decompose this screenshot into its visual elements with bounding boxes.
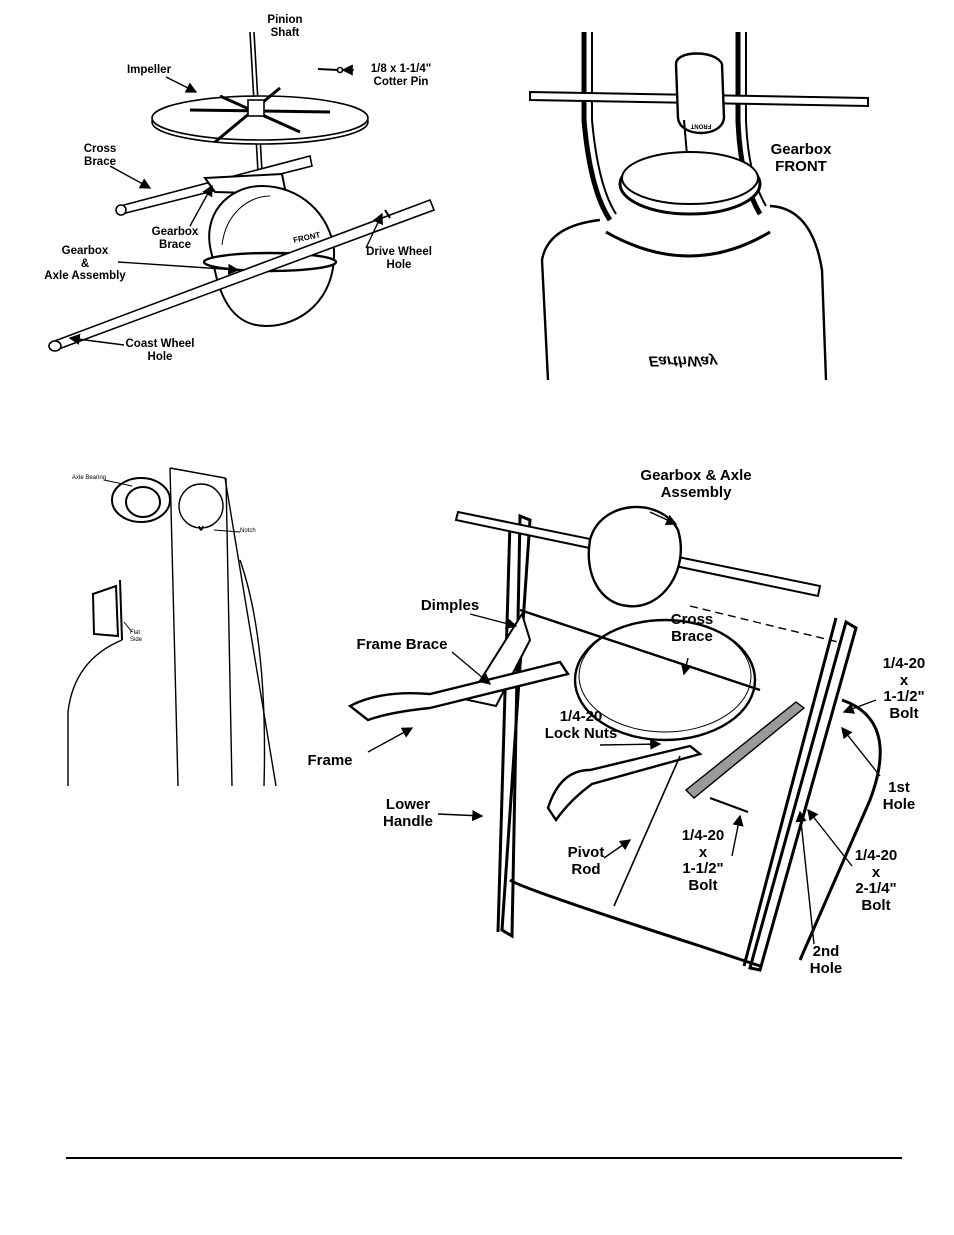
label-gearbox-brace: Gearbox Brace — [151, 226, 199, 251]
figure2-drawing — [529, 32, 869, 381]
figure4-drawing — [347, 505, 882, 972]
label-bolt-right-top: 1/4-20 x 1-1/2" Bolt — [882, 655, 926, 722]
label-flat-side: Flat Side — [130, 630, 143, 643]
label-frame-brace: Frame Brace — [356, 636, 448, 653]
label-gearbox-axle: Gearbox & Axle Assembly — [44, 245, 126, 283]
page-footer-rule — [66, 1157, 902, 1159]
label-coast-wheel-hole: Coast Wheel Hole — [125, 338, 195, 363]
label-gearbox-axle-assembly: Gearbox & Axle Assembly — [640, 467, 752, 501]
figure1-drawing — [48, 31, 436, 352]
label-drive-wheel-hole: Drive Wheel Hole — [366, 246, 432, 271]
label-cross-brace: Cross Brace — [83, 143, 117, 168]
figure3-drawing — [67, 467, 277, 787]
label-bolt-right-bottom: 1/4-20 x 2-1/4" Bolt — [854, 847, 898, 914]
label-pinion-shaft: Pinion Shaft — [267, 14, 303, 39]
label-dimples: Dimples — [420, 597, 480, 614]
label-cotter-pin: 1/8 x 1-1/4" Cotter Pin — [370, 63, 432, 88]
label-second-hole: 2nd Hole — [809, 943, 843, 977]
label-impeller: Impeller — [126, 64, 172, 76]
label-bolt-center: 1/4-20 x 1-1/2" Bolt — [681, 827, 725, 894]
label-first-hole: 1st Hole — [882, 779, 916, 813]
label-frame: Frame — [307, 752, 353, 769]
label-lock-nuts: 1/4-20 Lock Nuts — [544, 708, 618, 742]
label-axle-bearing: Axle Bearing — [72, 475, 107, 481]
label-lower-handle: Lower Handle — [382, 796, 433, 830]
label-gearbox-front: Gearbox FRONT — [770, 141, 832, 175]
label-cross-brace: Cross Brace — [670, 611, 714, 645]
stamp-front-photo: FRONT — [690, 122, 712, 129]
label-notch: Notch — [240, 528, 256, 534]
label-pivot-rod: Pivot Rod — [567, 844, 605, 878]
logo-earthway: EarthWay — [648, 352, 718, 370]
